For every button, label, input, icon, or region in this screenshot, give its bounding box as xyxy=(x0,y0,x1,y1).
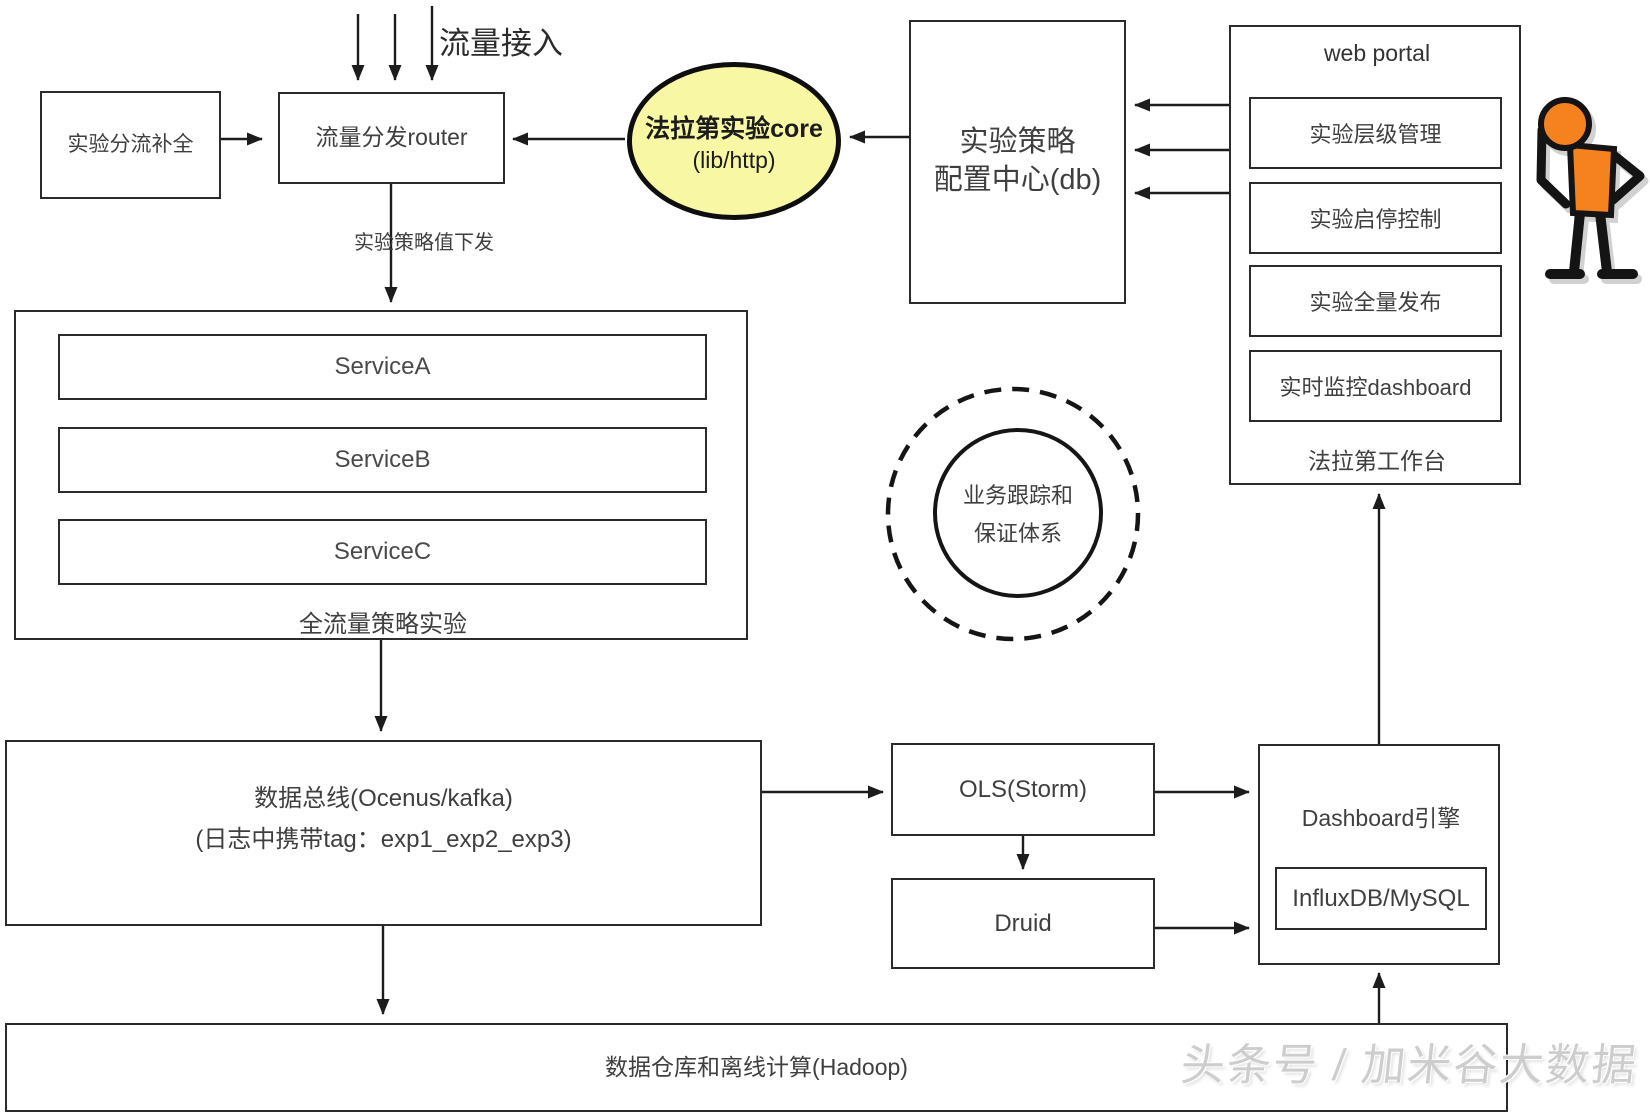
web-portal-title: web portal xyxy=(1323,39,1431,66)
split-completion-box: 实验分流补全 xyxy=(40,91,221,199)
person-icon xyxy=(1536,97,1649,284)
person-right-arm xyxy=(1605,147,1645,205)
person-torso xyxy=(1566,141,1618,219)
faraday-core-line2: (lib/http) xyxy=(692,146,776,173)
config-center-box: 实验策略 配置中心(db) xyxy=(909,20,1126,304)
tracking-circle-text: 业务跟踪和 保证体系 xyxy=(930,448,1106,578)
service-b-label: ServiceB xyxy=(334,446,431,474)
web-portal-box: web portal 实验层级管理 实验启停控制 实验全量发布 实时监控dash… xyxy=(1229,25,1521,485)
service-c-label: ServiceC xyxy=(333,538,432,566)
router-label: 流量分发router xyxy=(315,124,468,151)
service-c-box: ServiceC xyxy=(58,519,707,585)
data-bus-box: 数据总线(Ocenus/kafka) (日志中携带tag：exp1_exp2_e… xyxy=(5,740,762,926)
faraday-core-line1: 法拉第实验core xyxy=(645,114,823,143)
tracking-line1: 业务跟踪和 xyxy=(962,483,1073,508)
router-box: 流量分发router xyxy=(278,92,505,184)
portal-footer-label: 法拉第工作台 xyxy=(1308,448,1446,474)
portal-item-label: 实验全量发布 xyxy=(1309,290,1442,315)
tracking-line2: 保证体系 xyxy=(973,521,1062,546)
data-bus-line1: 数据总线(Ocenus/kafka) xyxy=(254,784,513,812)
config-center-line1: 实验策略 xyxy=(959,126,1076,159)
portal-item-start-stop[interactable]: 实验启停控制 xyxy=(1249,182,1502,254)
portal-item-full-release[interactable]: 实验全量发布 xyxy=(1249,265,1502,337)
service-a-box: ServiceA xyxy=(58,334,707,400)
portal-item-label: 实时监控dashboard xyxy=(1279,375,1472,400)
portal-item-label: 实验启停控制 xyxy=(1309,207,1442,232)
policy-push-label: 实验策略值下发 xyxy=(354,231,494,254)
person-left-leg xyxy=(1569,208,1585,277)
service-b-box: ServiceB xyxy=(58,427,707,493)
service-a-label: ServiceA xyxy=(334,353,431,381)
influxdb-mysql-label: InfluxDB/MySQL xyxy=(1292,884,1470,912)
hadoop-warehouse-box: 数据仓库和离线计算(Hadoop) xyxy=(5,1023,1508,1112)
split-completion-label: 实验分流补全 xyxy=(67,133,194,157)
portal-item-label: 实验层级管理 xyxy=(1309,122,1442,147)
portal-item-monitor-dashboard[interactable]: 实时监控dashboard xyxy=(1249,350,1502,422)
data-bus-line2: (日志中携带tag：exp1_exp2_exp3) xyxy=(195,826,572,853)
druid-label: Druid xyxy=(994,909,1052,937)
full-traffic-caption: 全流量策略实验 xyxy=(299,610,467,638)
portal-item-layer-management[interactable]: 实验层级管理 xyxy=(1249,97,1502,169)
dashboard-engine-box: Dashboard引擎 InfluxDB/MySQL xyxy=(1258,744,1500,965)
person-right-leg xyxy=(1595,208,1612,277)
influxdb-mysql-box: InfluxDB/MySQL xyxy=(1275,867,1487,930)
config-center-line2: 配置中心(db) xyxy=(933,164,1102,196)
ols-storm-box: OLS(Storm) xyxy=(891,743,1155,836)
ols-storm-label: OLS(Storm) xyxy=(958,775,1087,803)
dashboard-engine-label: Dashboard引擎 xyxy=(1301,805,1461,831)
person-head xyxy=(1538,97,1592,151)
watermark-text: 头条号 / 加米谷大数据 xyxy=(1178,1041,1641,1090)
traffic-in-label: 流量接入 xyxy=(439,25,563,61)
full-traffic-experiment-box: ServiceA ServiceB ServiceC 全流量策略实验 xyxy=(14,310,748,640)
traffic-in-arrows xyxy=(351,6,439,81)
faraday-core-ellipse: 法拉第实验core (lib/http) xyxy=(627,62,841,220)
hadoop-warehouse-label: 数据仓库和离线计算(Hadoop) xyxy=(605,1053,908,1080)
druid-box: Druid xyxy=(891,878,1155,969)
person-left-arm xyxy=(1536,125,1571,209)
